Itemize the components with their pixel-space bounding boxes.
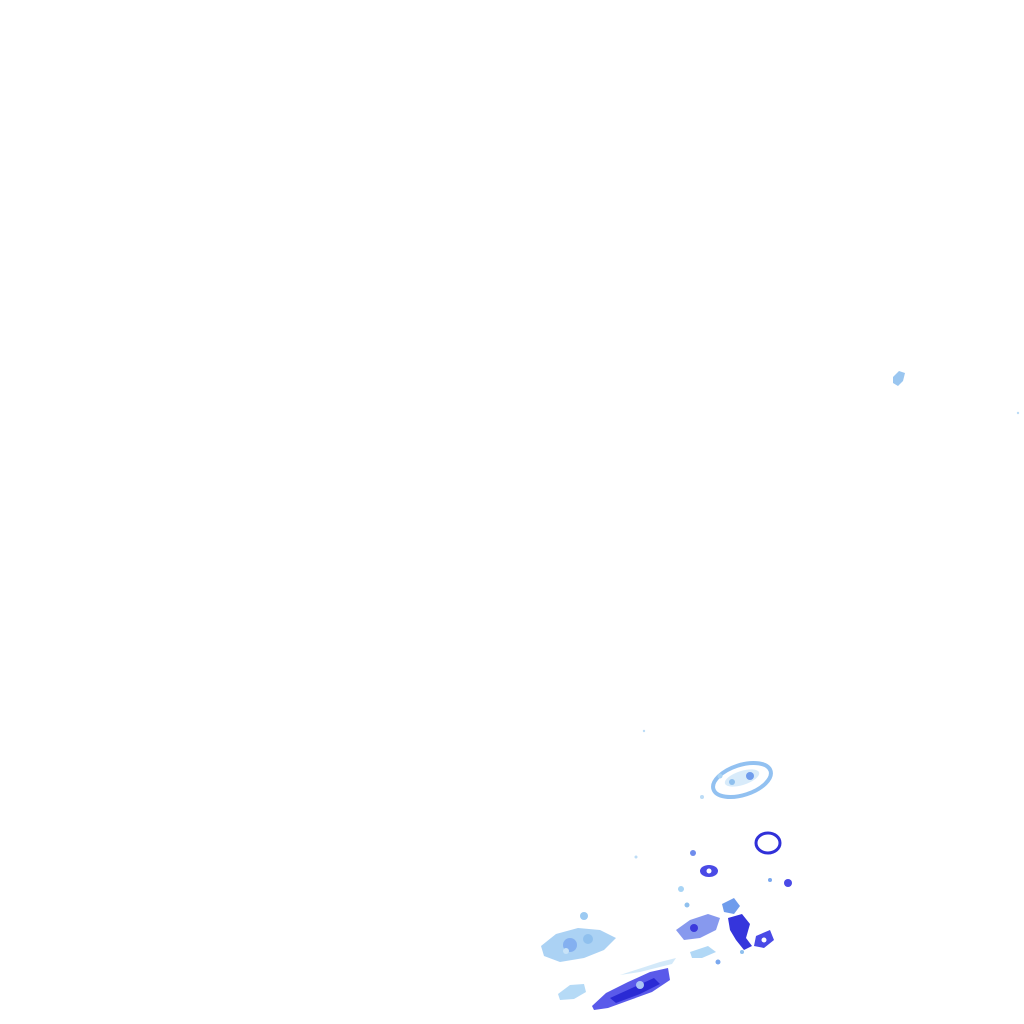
echo-cell-central-patch xyxy=(676,898,774,965)
echo-cell-west-cluster xyxy=(541,912,616,1000)
echo-cell-northeast-isolated xyxy=(893,371,1020,415)
echo-cell-ring-east xyxy=(754,831,792,887)
echo-cell-ring-north xyxy=(642,729,773,800)
echo-cell-small-cluster xyxy=(634,850,718,908)
echo-cell-south-band xyxy=(592,958,676,1010)
